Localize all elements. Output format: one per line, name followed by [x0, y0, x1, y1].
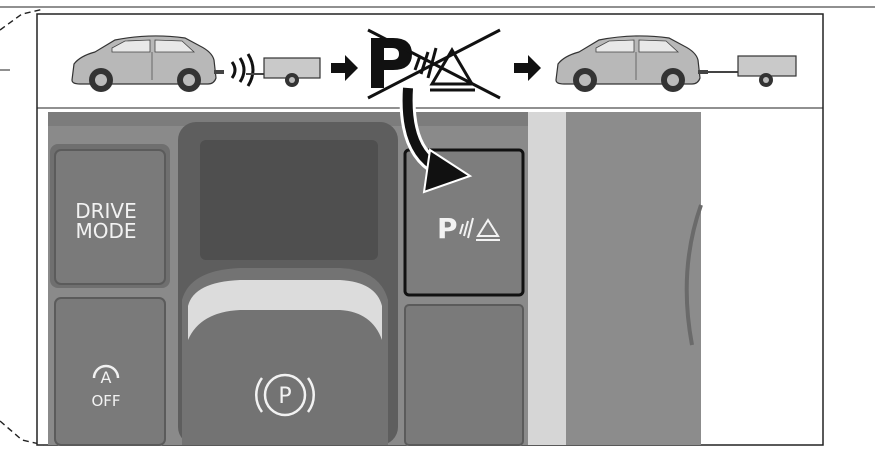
- dashboard-edge: [566, 112, 701, 445]
- drive-mode-label-line2: MODE: [75, 219, 136, 243]
- trim-strip: [528, 112, 566, 445]
- svg-text:P: P: [278, 384, 291, 409]
- console-closeup: DRIVE MODE A OFF P P: [48, 112, 701, 445]
- tow-hitch: [214, 70, 224, 74]
- auto-hold-off-label: OFF: [91, 392, 120, 410]
- tow-hitch: [698, 70, 708, 74]
- display-screen: [200, 140, 378, 260]
- svg-text:A: A: [101, 368, 112, 387]
- lower-right-button[interactable]: [405, 305, 523, 445]
- svg-text:P: P: [437, 212, 458, 245]
